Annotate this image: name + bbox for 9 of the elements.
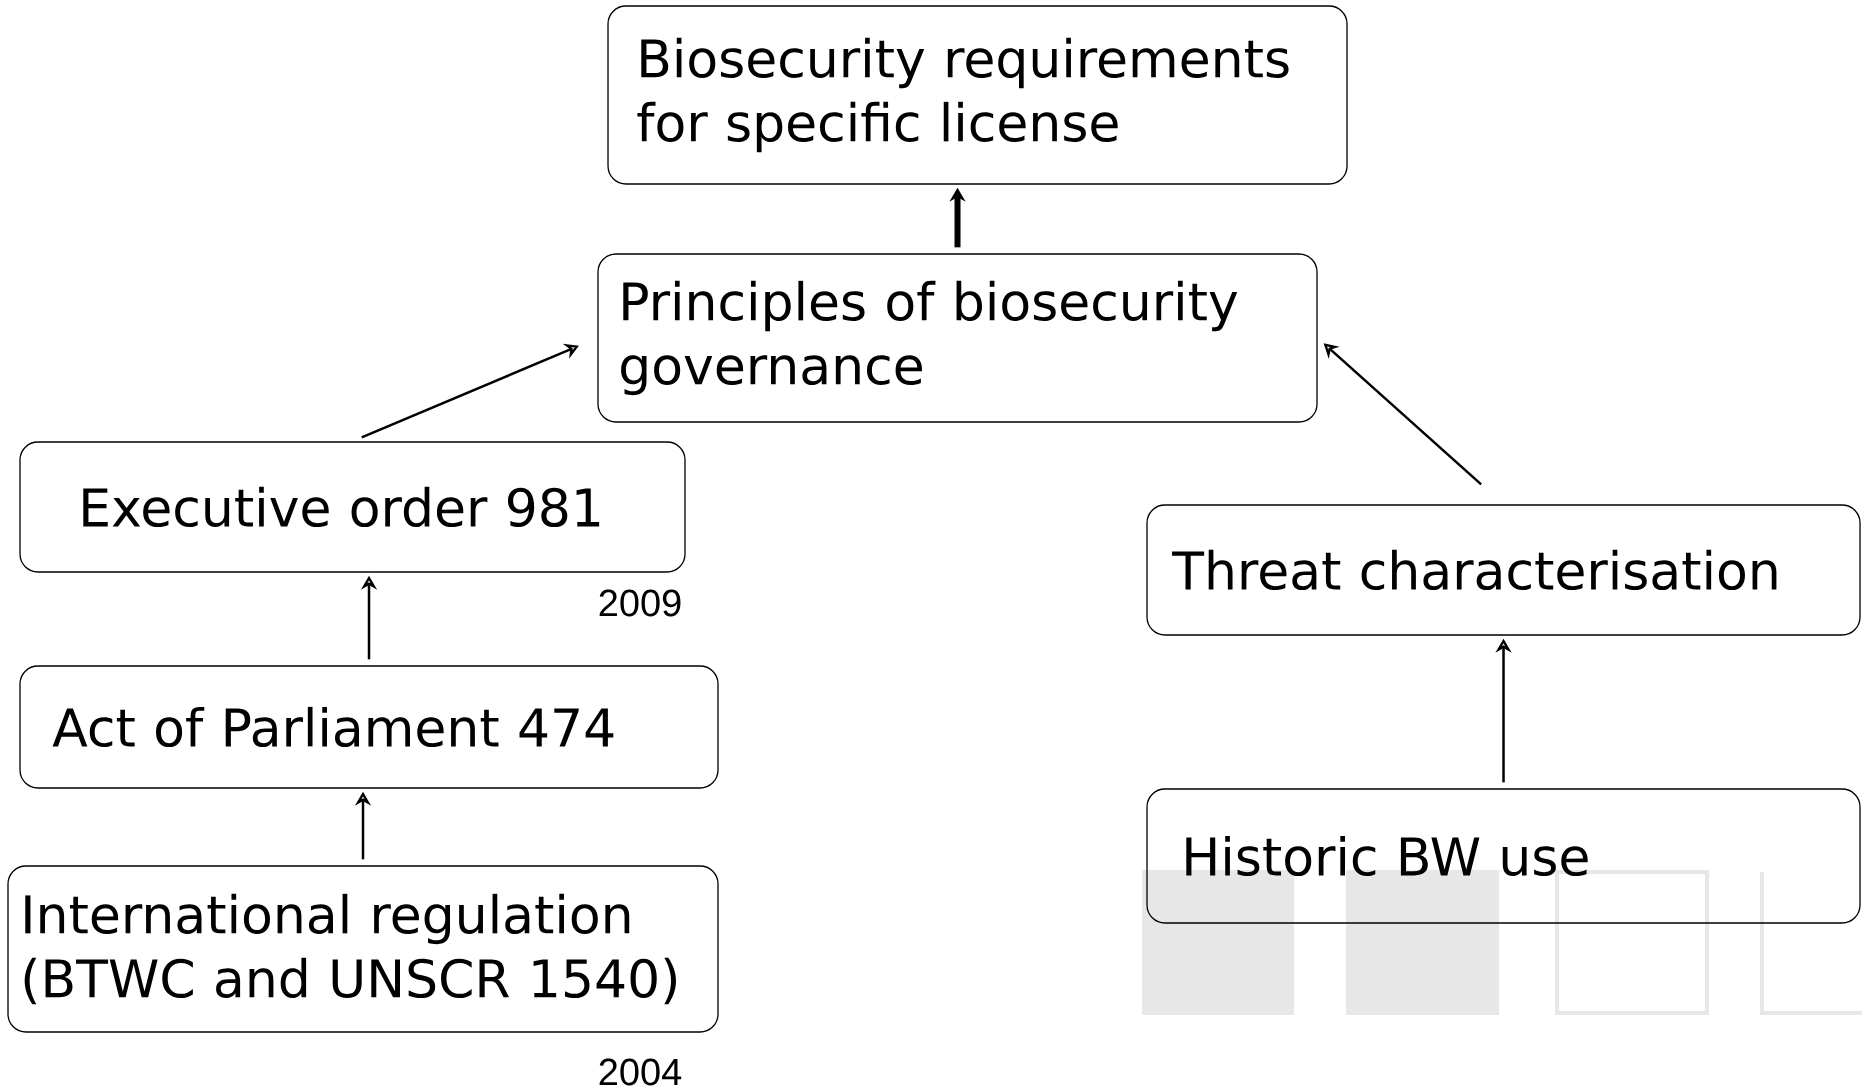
text-box: International regulation (BTWC and UNSCR 1540) (7, 865, 719, 1033)
year-label: 2004 (599, 1058, 682, 1086)
text-box: Principles of biosecurity governance (597, 253, 1318, 423)
text-box: Biosecurity requirements for specific license (607, 5, 1348, 185)
text-box: Threat characterisation (1146, 504, 1861, 636)
text-box: Historic BW use (1146, 788, 1861, 924)
year-label: 2009 (599, 589, 681, 617)
text-box: Executive order 981 (19, 441, 686, 573)
text-box: Act of Parliament 474 (19, 665, 719, 789)
